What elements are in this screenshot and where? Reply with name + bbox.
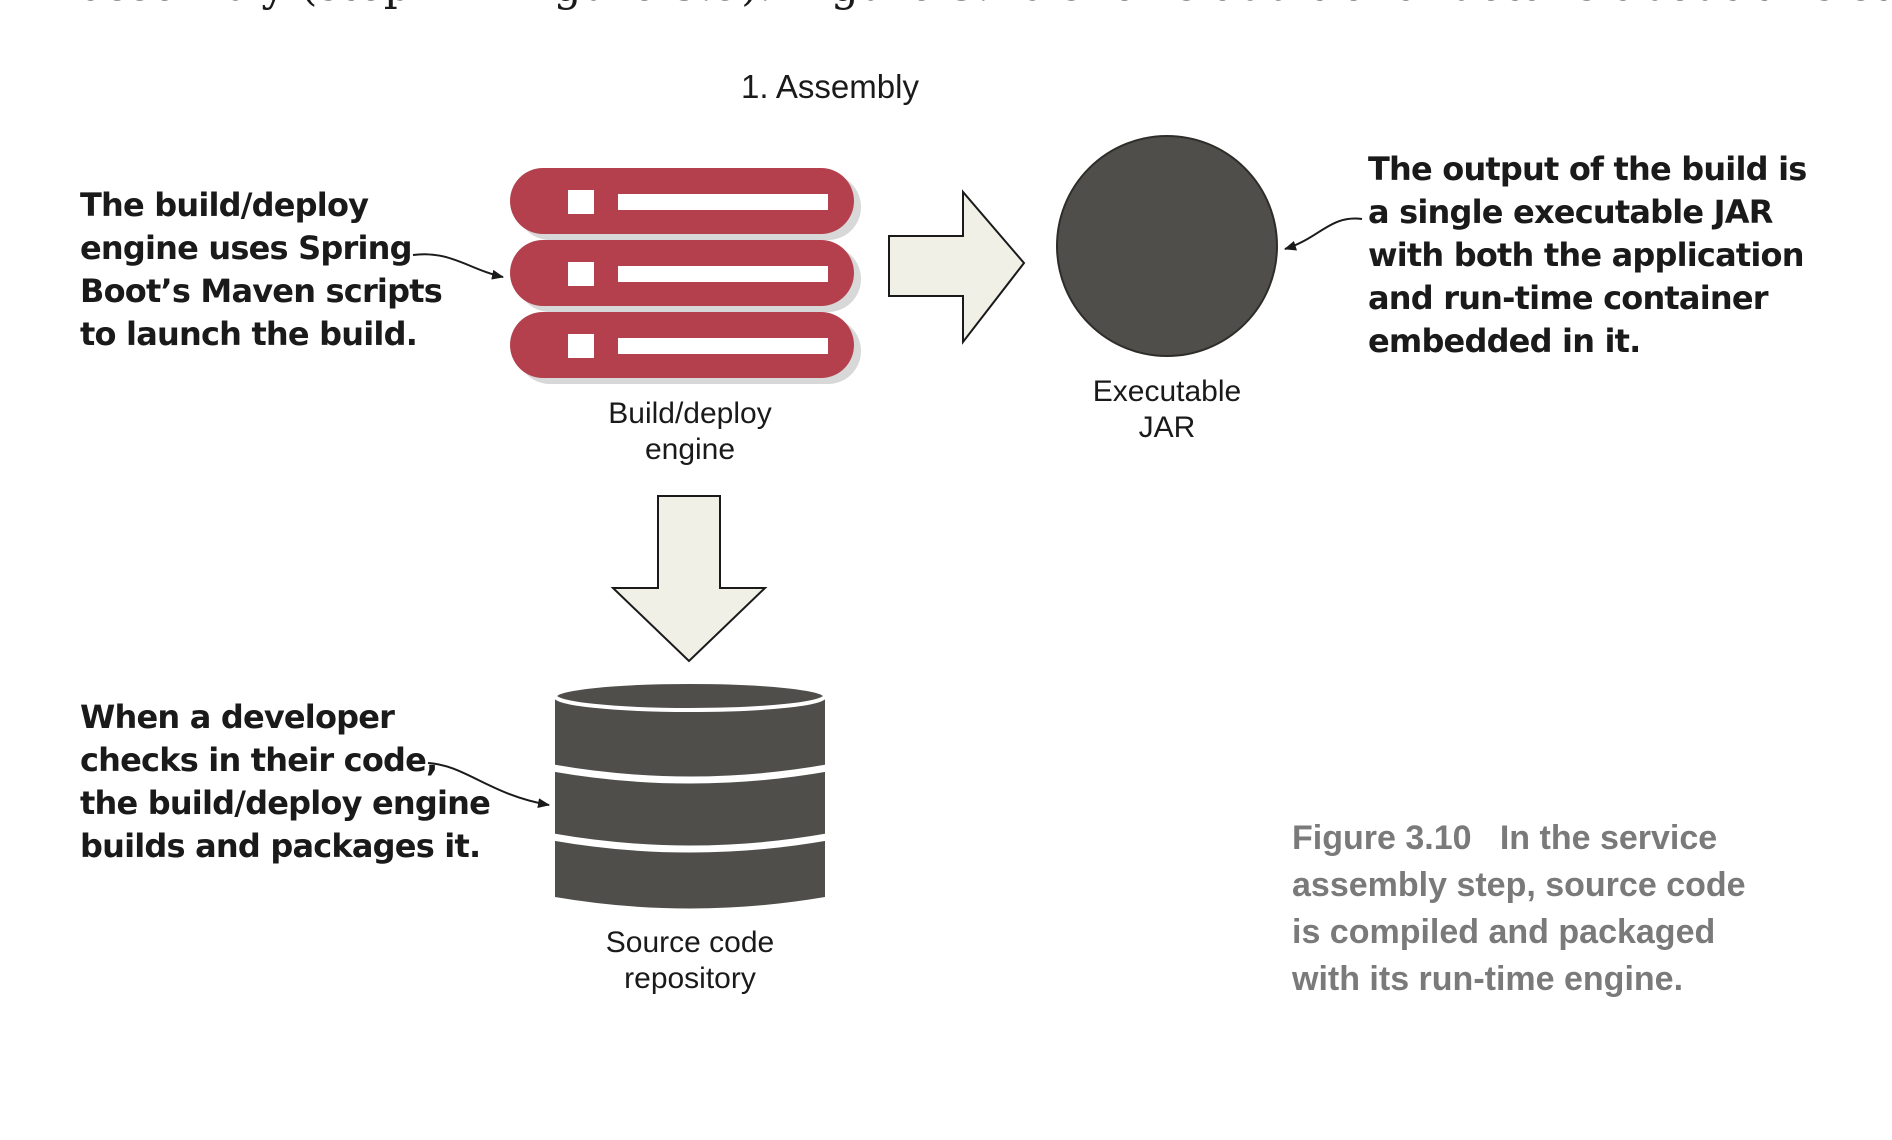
pointer-arrow bbox=[427, 762, 550, 809]
pointer-arrow bbox=[412, 253, 504, 280]
annotation-output: The output of the build is a single exec… bbox=[1368, 150, 1807, 360]
server-unit bbox=[510, 168, 861, 240]
server-unit bbox=[510, 312, 861, 384]
executable-jar-icon bbox=[1056, 135, 1278, 357]
down-arrow-icon bbox=[610, 495, 768, 663]
server-unit bbox=[510, 240, 861, 312]
build-deploy-engine-icon bbox=[510, 168, 861, 384]
label-executable-jar: Executable JAR bbox=[1092, 375, 1242, 444]
database-icon bbox=[552, 680, 828, 909]
figure-number: Figure 3.10 bbox=[1292, 819, 1472, 857]
diagram-heading: 1. Assembly bbox=[741, 68, 919, 105]
figure-caption: Figure 3.10 In the service assembly step… bbox=[1292, 819, 1746, 998]
label-source-repository: Source code repository bbox=[605, 926, 775, 995]
label-build-engine: Build/deploy engine bbox=[608, 397, 772, 466]
top-text-fragment: assembly (step 1 in figure 3.9). Figure … bbox=[80, 0, 1892, 11]
annotation-build-engine: The build/deploy engine uses Spring Boot… bbox=[80, 186, 443, 353]
annotation-check-in: When a developer checks in their code, t… bbox=[80, 698, 491, 865]
pointer-arrow bbox=[1284, 217, 1363, 251]
right-arrow-icon bbox=[888, 189, 1026, 345]
